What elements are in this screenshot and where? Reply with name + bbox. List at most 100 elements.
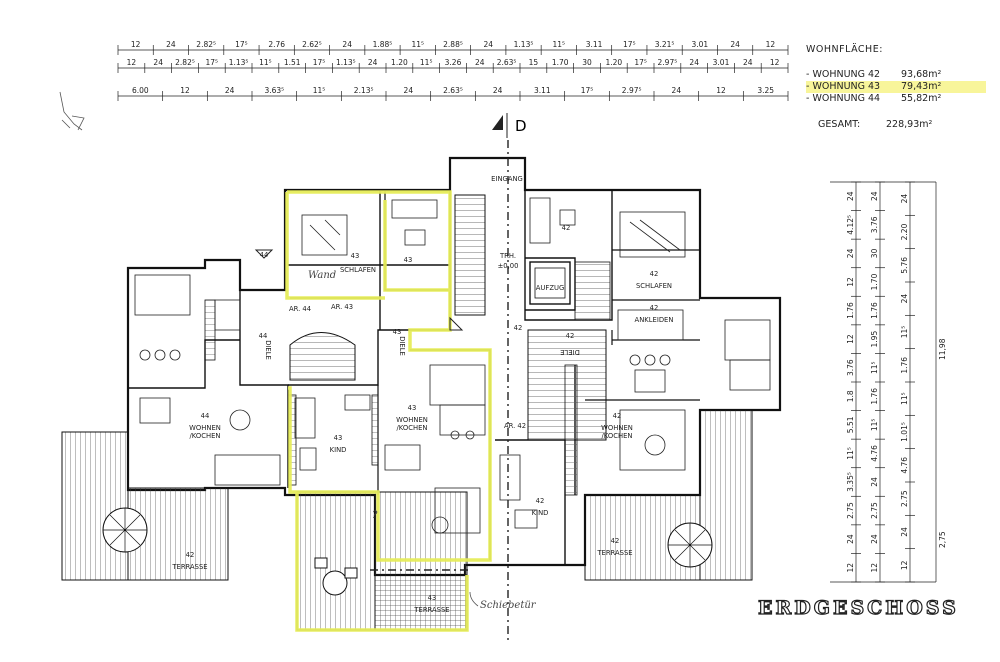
dimension-value: 1.13⁵: [514, 40, 534, 49]
dimension-value: 12: [870, 563, 879, 573]
dimension-value: 1.20: [391, 58, 408, 67]
dimension-value: 5.51: [846, 416, 855, 433]
area-row-label: - WOHNUNG 42: [806, 69, 881, 80]
dimension-value: 1.8: [846, 390, 855, 402]
room-diele-44: DIELE: [264, 340, 272, 360]
dimension-value: 17⁵: [581, 86, 594, 95]
dimension-value: 3.21⁵: [655, 40, 675, 49]
room-labels: EINGANG TRH. ±0,00 AUFZUG 43 SCHLAFEN 43…: [171, 175, 673, 614]
dimension-value: 17⁵: [235, 40, 248, 49]
dimension-value: 24: [483, 40, 493, 49]
staircase: [454, 194, 486, 316]
dimension-value: 11⁵: [900, 326, 909, 339]
dimension-value: 3.76: [870, 216, 879, 233]
dimension-value: 24: [368, 58, 378, 67]
room-diele-43: DIELE: [398, 336, 406, 356]
marker-triangle-icon: [254, 249, 274, 259]
dimension-value: 24: [689, 58, 699, 67]
dimension-value: 11⁵: [870, 419, 879, 432]
wall-columns: [204, 299, 578, 496]
dimension-value: 11⁵: [553, 40, 566, 49]
room-eingang: EINGANG: [491, 175, 523, 183]
dimension-value: 2.13⁵: [354, 86, 374, 95]
room-trh-level: ±0,00: [498, 262, 519, 270]
section-marker-icon: D: [492, 113, 527, 138]
dimension-value: 24: [730, 40, 740, 49]
dimension-value: 2.97⁵: [658, 58, 678, 67]
dimension-value: 1.13⁵: [229, 58, 249, 67]
room-terrasse-west-no: 42: [186, 551, 195, 559]
dimension-value: 24: [870, 191, 879, 201]
dimension-value: 1.88⁵: [373, 40, 393, 49]
dimension-value: 24: [900, 194, 909, 204]
dimension-value: 2.75: [846, 502, 855, 519]
room-ar-44: AR. 44: [289, 305, 311, 313]
room-diele-42-no: 42: [566, 332, 575, 340]
room-bad-43: 43: [404, 256, 413, 264]
dimension-value: 2.82⁵: [196, 40, 216, 49]
note-schiebetuer: Schiebetür: [480, 600, 537, 611]
room-kind-43: KIND: [330, 446, 347, 454]
area-total-label: GESAMT:: [818, 119, 861, 130]
dimension-value: 11⁵: [900, 392, 909, 405]
dimension-value: 11⁵: [259, 58, 272, 67]
dimension-value: 3.25: [757, 86, 774, 95]
elevator-shaft: [529, 261, 571, 305]
dimension-value: 1.76: [846, 302, 855, 319]
dimension-value: 3.63⁵: [264, 86, 284, 95]
dimension-value: 2.75: [870, 502, 879, 519]
room-kind-42-no: 42: [536, 497, 545, 505]
dimension-value: 2.63⁵: [443, 86, 463, 95]
spiral-stair: [289, 332, 356, 381]
dimension-value: 3.35⁵: [846, 472, 855, 492]
note-arrow: [469, 591, 479, 607]
room-terrasse-42-no: 42: [611, 537, 620, 545]
terrace-east: [584, 409, 753, 581]
dimension-value: 24: [900, 294, 909, 304]
room-stair-42: 42: [514, 324, 523, 332]
dimension-value: 2.88⁵: [443, 40, 463, 49]
area-total-value: 228,93m²: [886, 119, 933, 130]
area-row-label: - WOHNUNG 43: [806, 81, 881, 92]
room-diele-42: DIELE: [560, 348, 580, 356]
room-wohnen-44-no: 44: [201, 412, 210, 420]
dimension-right-values: 24 4.12⁵ 24 12 1.76 12 3.76 1.8 5.51 11⁵ 3.35⁵ 2.75…: [846, 191, 909, 572]
room-aufzug: AUFZUG: [536, 284, 564, 292]
dimension-value: 12: [131, 40, 141, 49]
area-panel-header: WOHNFLÄCHE:: [806, 44, 883, 55]
room-wohnen-42: WOHNEN/KOCHEN: [601, 424, 633, 440]
dimension-value: 4.76: [870, 445, 879, 462]
dimension-value: 1.76: [870, 302, 879, 319]
dimension-value: 1.20: [605, 58, 622, 67]
dimension-value: 12: [900, 560, 909, 570]
staircase-3: [574, 261, 611, 321]
dimension-value: 2.20: [900, 223, 909, 240]
note-wand: Wand: [308, 270, 336, 281]
room-wohnen-43: WOHNEN/KOCHEN: [396, 416, 428, 432]
dimension-value: 24: [846, 248, 855, 258]
dimension-value: 15: [529, 58, 539, 67]
section-label: D: [515, 117, 527, 135]
dimension-value: 24: [743, 58, 753, 67]
dimension-value: 1.70: [870, 273, 879, 290]
room-terrasse-43: TERRASSE: [413, 606, 449, 614]
area-row-44: - WOHNUNG 44 55,82m²: [806, 93, 986, 105]
room-diele-44-no: 44: [259, 332, 268, 340]
bottom-height-label: 2,75: [938, 531, 947, 548]
dimension-value: 3.01: [691, 40, 708, 49]
dimension-value: 3.11: [586, 40, 603, 49]
dimension-value: 1.13⁵: [336, 58, 356, 67]
room-kind-42: KIND: [532, 509, 549, 517]
dimension-value: 17⁵: [634, 58, 647, 67]
dimension-value: 1.51: [284, 58, 301, 67]
apartment-43-highlight: [285, 190, 492, 632]
dimension-value: 11⁵: [313, 86, 326, 95]
dimension-value: 4.12⁵: [846, 215, 855, 235]
dimension-value: 2.75: [900, 490, 909, 507]
area-row-value: 79,43m²: [901, 81, 942, 92]
room-terrasse-43-no: 43: [428, 594, 437, 602]
room-bad-42: 42: [562, 224, 571, 232]
dimension-value: 11⁵: [411, 40, 424, 49]
room-schlafen-43: SCHLAFEN: [340, 266, 376, 274]
